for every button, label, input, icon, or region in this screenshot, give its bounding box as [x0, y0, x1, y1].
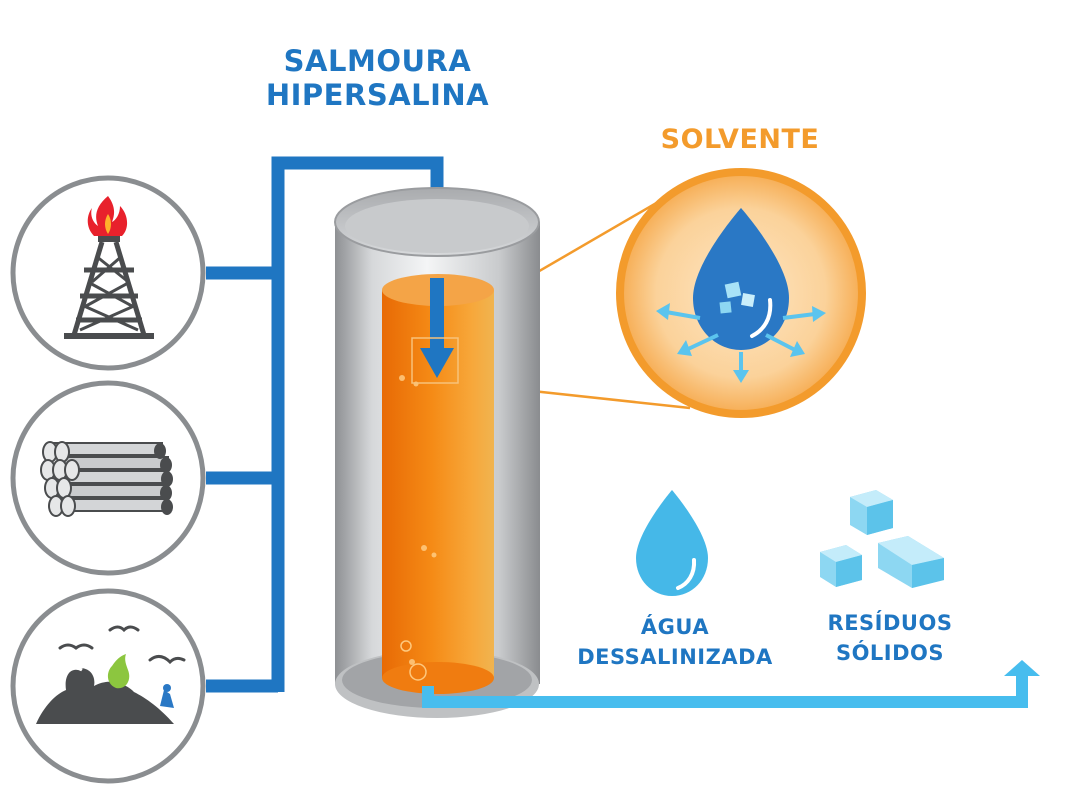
source-landfill: [10, 588, 206, 784]
desalinated-water-label: ÁGUA DESSALINIZADA: [550, 612, 800, 673]
solid-residue-crystals-icon: [820, 490, 944, 588]
source-oil-rig: [10, 175, 206, 371]
source-pipes: [10, 380, 206, 576]
desalinated-water-drop-icon: [636, 490, 708, 596]
oil-rig-flare-icon: [64, 196, 154, 339]
brine-inlet-arrow: [420, 278, 454, 378]
solid-residue-label: RESÍDUOS SÓLIDOS: [790, 608, 990, 669]
solvent-droplet-icon: [693, 208, 789, 350]
landfill-waste-icon: [36, 625, 186, 724]
diffusion-arrows: [656, 303, 826, 383]
brine-feed-pipe: [206, 156, 444, 693]
brine-label-line1: SALMOURA: [283, 44, 472, 78]
pipes-stack-icon: [40, 441, 173, 517]
solids-label-line2: SÓLIDOS: [835, 641, 945, 666]
water-label-line1: ÁGUA: [640, 615, 710, 639]
product-outflow-arrow: [422, 660, 1040, 708]
brine-label: SALMOURA HIPERSALINA: [250, 44, 505, 112]
magnified-region-marker: [411, 337, 459, 384]
solids-label-line1: RESÍDUOS: [827, 611, 953, 635]
water-label-line2: DESSALINIZADA: [577, 645, 773, 670]
brine-label-line2: HIPERSALINA: [265, 78, 490, 113]
solvent-label: SOLVENTE: [660, 124, 820, 155]
